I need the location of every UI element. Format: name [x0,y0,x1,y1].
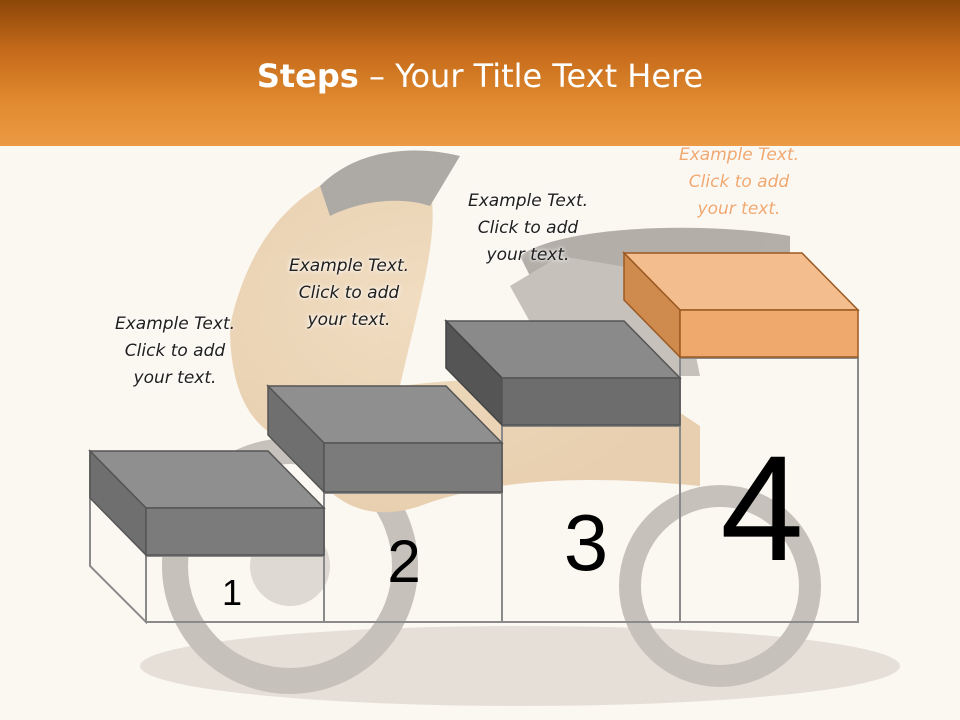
step-3-text-line-2: Click to add [477,218,579,238]
step-3-text-line-1: Example Text. [467,191,589,211]
title-banner: Steps – Your Title Text Here [0,0,960,146]
step-1-number: 1 [222,572,242,613]
step-2-text[interactable]: Example Text. Click to add your text. [254,253,444,334]
step-3-number: 3 [564,498,609,587]
steps-diagram: 1 2 3 4 [88,251,860,625]
step-4-text-line-2: Click to add [688,172,790,192]
step-4-text-line-3: your text. [697,199,781,219]
column-4-frame [679,357,859,623]
step-2-text-line-2: Click to add [298,283,400,303]
step-4-number: 4 [720,424,803,592]
step-1-text-line-3: your text. [133,368,217,388]
title-rest: – Your Title Text Here [358,57,704,95]
step-2-block[interactable] [266,384,504,494]
step-4-text-line-1: Example Text. [678,145,800,165]
title-bold-word: Steps [256,57,359,95]
step-1-text[interactable]: Example Text. Click to add your text. [80,311,270,392]
step-3-text-line-3: your text. [486,245,570,265]
step-1-text-line-2: Click to add [124,341,226,361]
step-3-text[interactable]: Example Text. Click to add your text. [433,188,623,269]
step-4-block[interactable] [622,251,860,359]
step-3-block[interactable] [444,319,682,427]
step-2-text-line-3: your text. [307,310,391,330]
step-2-text-line-1: Example Text. [288,256,410,276]
step-4-text[interactable]: Example Text. Click to add your text. [644,142,834,223]
slide-title[interactable]: Steps – Your Title Text Here [0,54,960,98]
step-1-text-line-1: Example Text. [114,314,236,334]
step-2-number: 2 [387,528,420,595]
slide-content: 1 2 3 4 Example Text. Click to add your … [0,145,960,720]
step-1-block[interactable] [88,449,326,557]
